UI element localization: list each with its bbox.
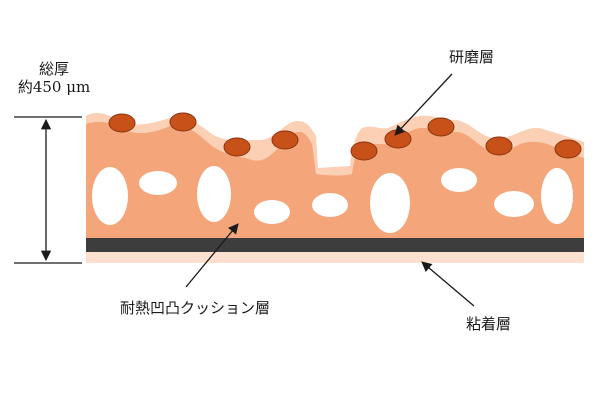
cushion-layer-arrow xyxy=(185,223,239,288)
base-film-strip xyxy=(86,238,584,252)
adhesive-layer-label: 粘着層 xyxy=(466,315,512,333)
pore xyxy=(494,191,534,217)
abrasive-grain xyxy=(350,141,378,161)
abrasive-grain xyxy=(485,136,513,156)
pore xyxy=(441,168,477,192)
pore xyxy=(370,173,410,233)
pore xyxy=(92,167,128,225)
pore xyxy=(541,168,573,224)
abrasive-grain xyxy=(223,137,251,157)
total-thickness-title: 総厚 xyxy=(38,60,69,78)
adhesive-layer-strip xyxy=(86,252,584,263)
abrasive-grain xyxy=(169,112,197,132)
pore xyxy=(197,166,231,222)
grinding-layer-arrow xyxy=(394,73,453,136)
pore xyxy=(139,171,177,195)
abrasive-grain xyxy=(427,117,455,137)
abrasive-grain xyxy=(271,130,299,150)
abrasive-grain xyxy=(108,113,136,133)
total-thickness-value: 約450 μm xyxy=(17,78,91,96)
cushion-pores xyxy=(92,166,573,233)
adhesive-layer-arrow xyxy=(421,261,475,307)
leader-arrows xyxy=(185,73,475,307)
pore xyxy=(254,200,290,224)
pore xyxy=(312,193,348,217)
grinding-layer-label: 研磨層 xyxy=(449,48,495,66)
total-thickness-label: 総厚 約450 μm xyxy=(14,60,94,96)
thickness-indicator xyxy=(14,116,82,264)
cushion-layer-label: 耐熱凹凸クッション層 xyxy=(120,299,271,317)
abrasive-grain xyxy=(554,139,582,159)
